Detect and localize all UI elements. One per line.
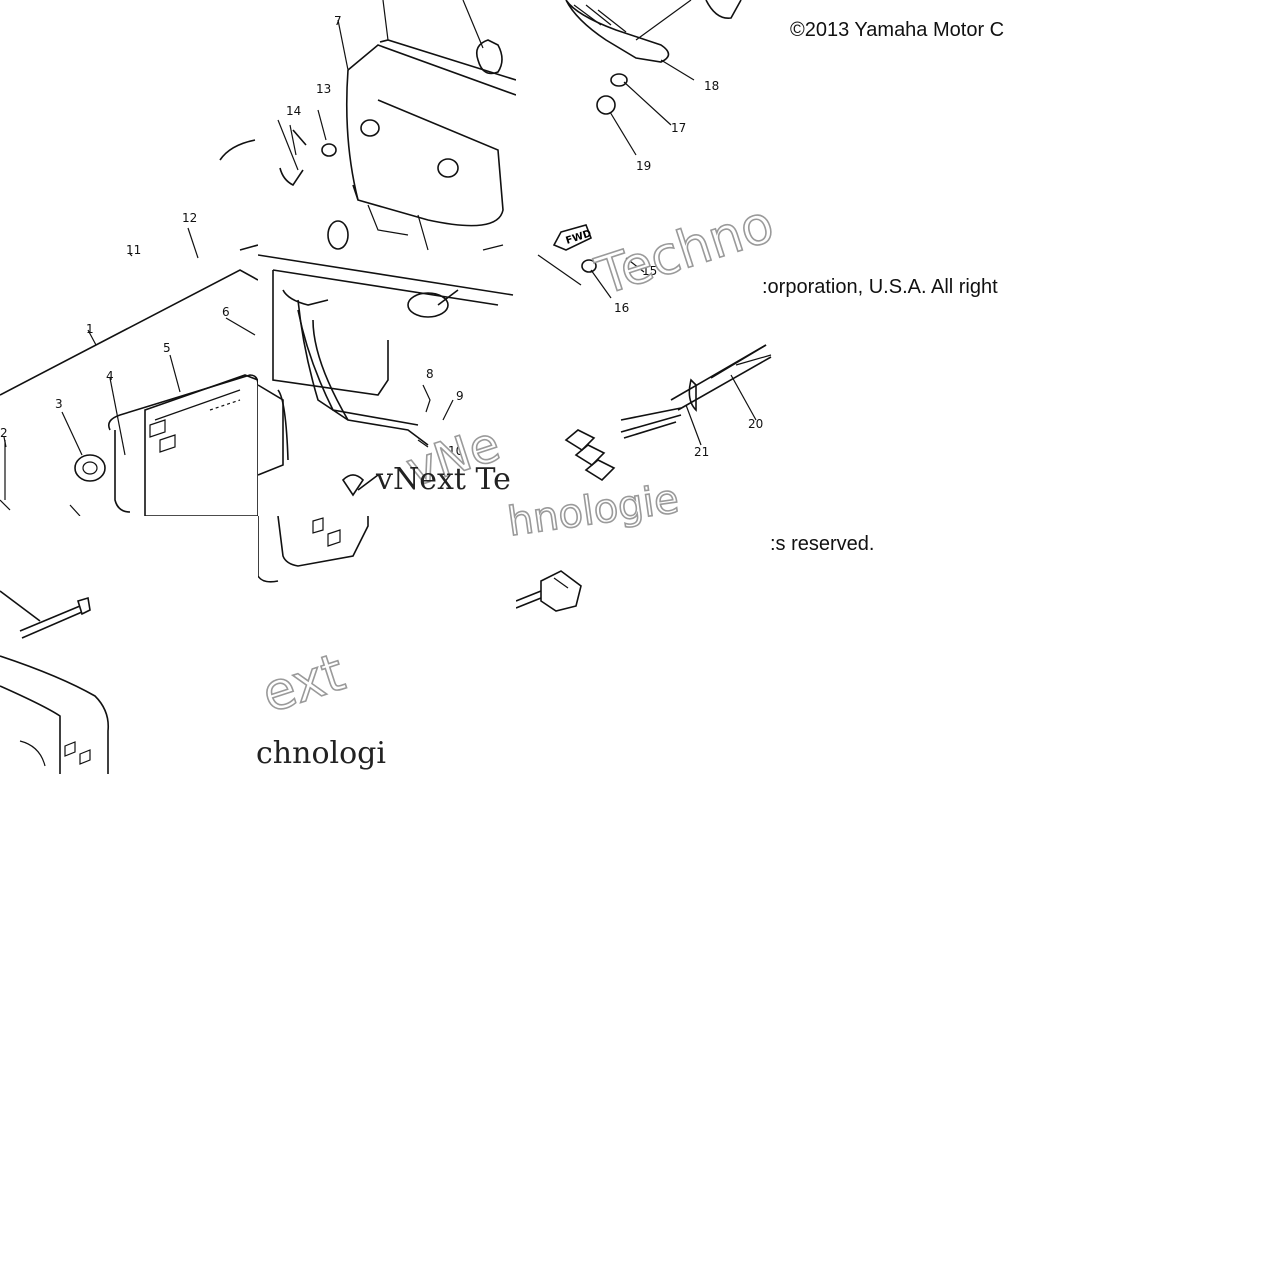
- callout-4: 4: [106, 369, 114, 383]
- callout-10: 10: [448, 444, 463, 458]
- reflector-and-harness-drawing: FWD 18 17 19 15 16 20 21: [537, 0, 772, 482]
- callout-7: 7: [334, 14, 342, 28]
- callout-18: 18: [704, 79, 719, 93]
- callout-21: 21: [694, 445, 709, 459]
- callout-12: 12: [182, 211, 197, 225]
- diagram-tile-taillight-housing: 1 2 3 4 5 6 11 12: [0, 0, 258, 516]
- taillight-housing-drawing: 1 2 3 4 5 6 11 12: [0, 139, 258, 516]
- callout-5: 5: [163, 341, 171, 355]
- watermark-chnologi: chnologi: [256, 736, 386, 771]
- callout-20: 20: [748, 417, 763, 431]
- callout-6: 6: [222, 305, 230, 319]
- watermark-vnext-te: vNext Te: [376, 462, 511, 497]
- diagram-tile-reflector-and-harness: FWD 18 17 19 15 16 20 21: [516, 0, 774, 516]
- callout-11: 11: [126, 243, 141, 257]
- copyright-line-1: ©2013 Yamaha Motor C: [790, 19, 1005, 41]
- callout-14: 14: [286, 104, 301, 118]
- connector-drawing: [516, 570, 582, 612]
- callout-8: 8: [426, 367, 434, 381]
- copyright-line-3: :s reserved.: [770, 533, 875, 555]
- callout-17: 17: [671, 121, 686, 135]
- diagram-tile-lens-side: [258, 516, 516, 774]
- copyright-line-2: :orporation, U.S.A. All right: [762, 276, 998, 298]
- callout-16: 16: [614, 301, 629, 315]
- callout-3: 3: [55, 397, 63, 411]
- callout-2: 2: [0, 426, 8, 440]
- diagram-tile-bolt-and-housing: [0, 516, 258, 774]
- callout-1: 1: [86, 322, 94, 336]
- lens-side-drawing: [258, 516, 369, 583]
- lens-and-wiring-drawing: 7 8 9 10 13 14: [258, 0, 516, 497]
- callout-19: 19: [636, 159, 651, 173]
- callout-15: 15: [642, 264, 657, 278]
- callout-9: 9: [456, 389, 464, 403]
- bolt-and-housing-drawing: [0, 590, 110, 774]
- callout-13: 13: [316, 82, 331, 96]
- diagram-tile-lens-and-wiring: 7 8 9 10 13 14: [258, 0, 516, 516]
- diagram-tile-connector: [516, 516, 774, 774]
